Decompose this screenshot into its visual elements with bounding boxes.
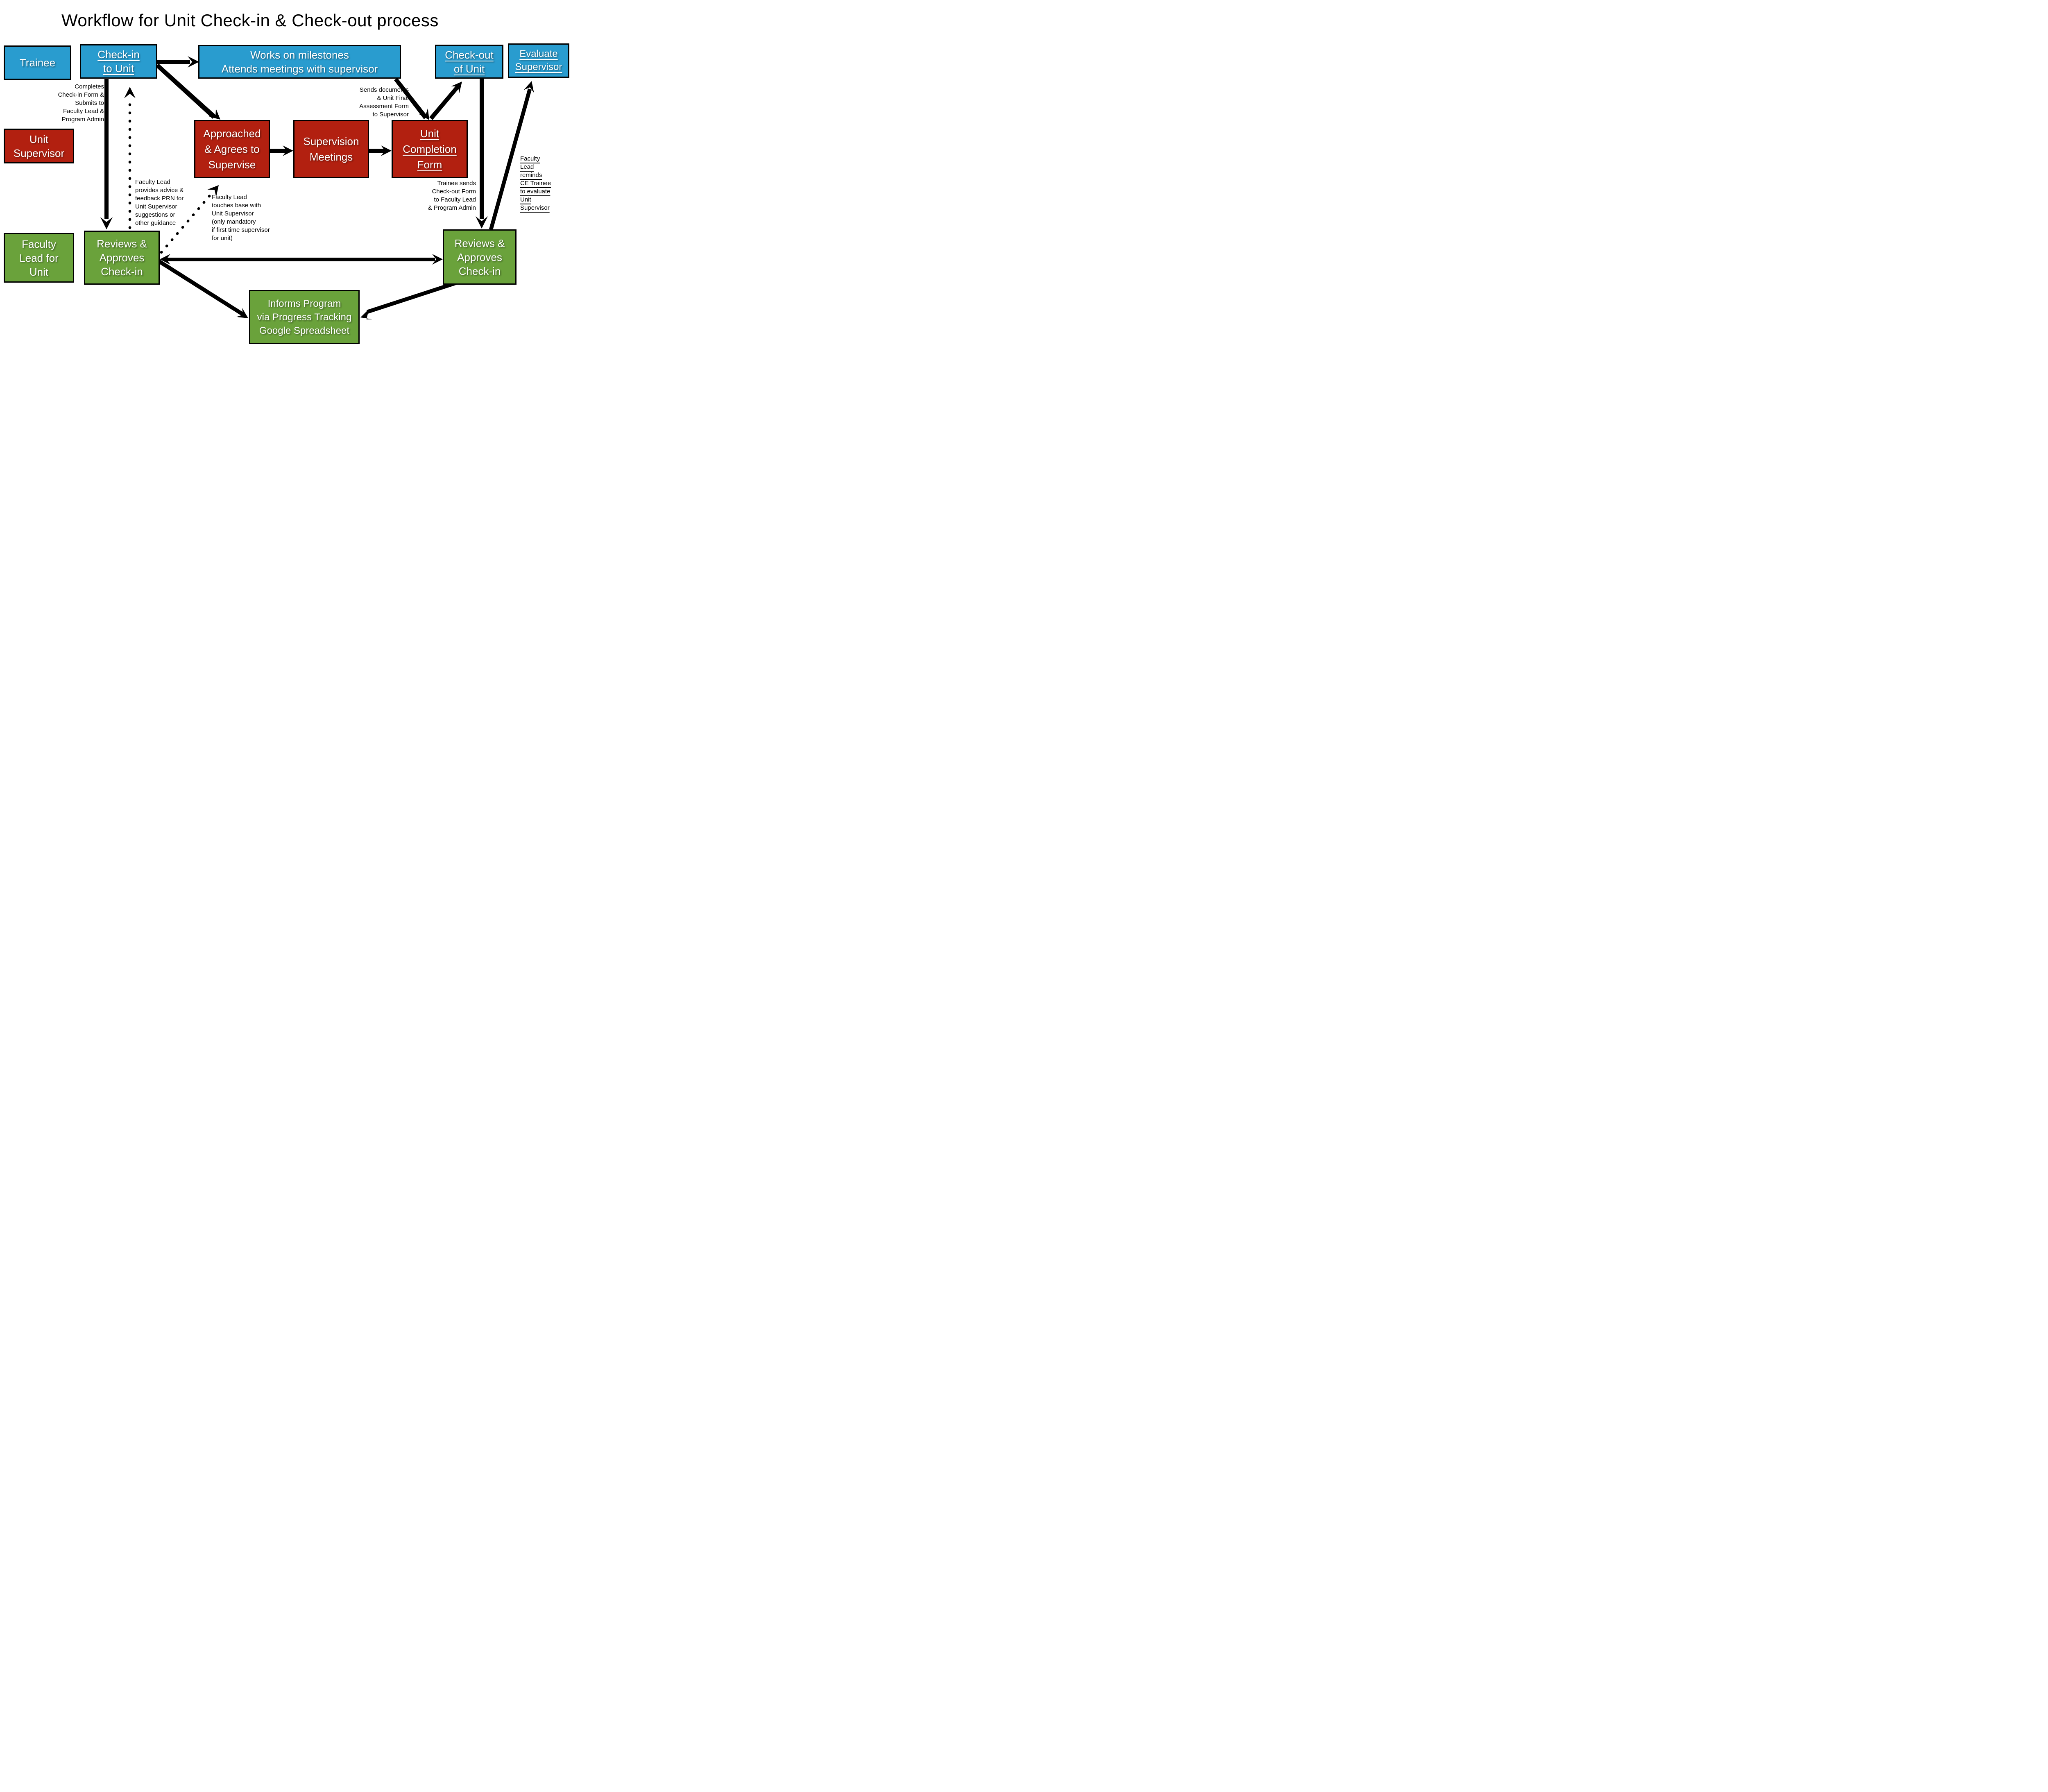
box-checkout-label: Check-out of Unit	[445, 48, 494, 75]
arrow-reviews-left-to-reviews-right	[160, 254, 443, 265]
note-completes-checkin-form: Completes Check-in Form & Submits to Fac…	[58, 83, 104, 123]
box-unit-supervisor-label: Unit Supervisor	[13, 133, 65, 159]
arrow-reviews-left-to-informs	[157, 259, 248, 318]
box-checkin-label: Check-in to Unit	[97, 48, 140, 75]
arrow-supervision-to-completion	[369, 145, 392, 156]
arrow-reviews-right-to-informs	[360, 280, 460, 319]
connector-arrows	[100, 56, 534, 319]
box-trainee-label: Trainee	[19, 57, 56, 69]
box-unit-completion-form: Unit Completion Form	[392, 120, 468, 178]
note-trainee-sends-checkout: Trainee sends Check-out Form to Faculty …	[428, 180, 476, 211]
box-faculty-lead: Faculty Lead for Unit	[4, 233, 74, 283]
box-works-label: Works on milestones Attends meetings wit…	[221, 49, 378, 75]
box-checkin: Check-in to Unit	[80, 44, 157, 79]
box-works-on-milestones: Works on milestones Attends meetings wit…	[198, 45, 401, 79]
arrow-completion-to-checkout	[429, 82, 462, 120]
note-faculty-lead-reminds: Faculty Lead reminds CE Trainee to evalu…	[520, 155, 551, 211]
box-checkout: Check-out of Unit	[435, 45, 503, 79]
diagram-title: Workflow for Unit Check-in & Check-out p…	[61, 11, 439, 30]
box-reviews-approves-left: Reviews & Approves Check-in	[84, 231, 160, 285]
box-informs-program: Informs Program via Progress Tracking Go…	[249, 290, 360, 344]
arrow-approached-to-supervision	[270, 145, 293, 156]
box-unit-supervisor: Unit Supervisor	[4, 129, 74, 163]
box-completion-label: Unit Completion Form	[403, 127, 457, 171]
arrow-checkin-to-reviews-left	[100, 79, 113, 229]
note-faculty-lead-advice: Faculty Lead provides advice & feedback …	[135, 179, 184, 227]
arrow-checkin-to-approached	[156, 63, 220, 120]
dotted-arrow-reviews-left-to-approached	[160, 185, 219, 254]
box-approached-label: Approached & Agrees to Supervise	[203, 127, 261, 171]
box-evaluate-supervisor: Evaluate Supervisor	[508, 43, 569, 78]
box-supervision-meetings: Supervision Meetings	[293, 120, 369, 178]
box-evaluate-label: Evaluate Supervisor	[515, 48, 562, 72]
note-touches-base: Faculty Lead touches base with Unit Supe…	[212, 194, 270, 242]
box-supervision-label: Supervision Meetings	[303, 135, 359, 163]
note-sends-documents: Sends documents & Unit Final Assessment …	[359, 86, 409, 118]
box-informs-label: Informs Program via Progress Tracking Go…	[257, 298, 352, 336]
box-trainee: Trainee	[4, 45, 71, 80]
arrow-works-to-completion	[394, 78, 429, 120]
workflow-diagram: Workflow for Unit Check-in & Check-out p…	[0, 0, 573, 358]
arrow-checkin-to-works	[157, 56, 199, 68]
box-reviews-right-label: Reviews & Approves Check-in	[454, 237, 505, 277]
arrow-checkout-to-reviews-right	[476, 79, 488, 229]
dotted-arrow-reviews-left-to-checkin	[124, 87, 136, 229]
box-faculty-lead-label: Faculty Lead for Unit	[19, 238, 59, 278]
box-approached: Approached & Agrees to Supervise	[194, 120, 270, 178]
box-reviews-approves-right: Reviews & Approves Check-in	[443, 229, 517, 285]
box-reviews-left-label: Reviews & Approves Check-in	[97, 238, 147, 278]
arrow-reviews-right-to-evaluate	[489, 81, 534, 230]
